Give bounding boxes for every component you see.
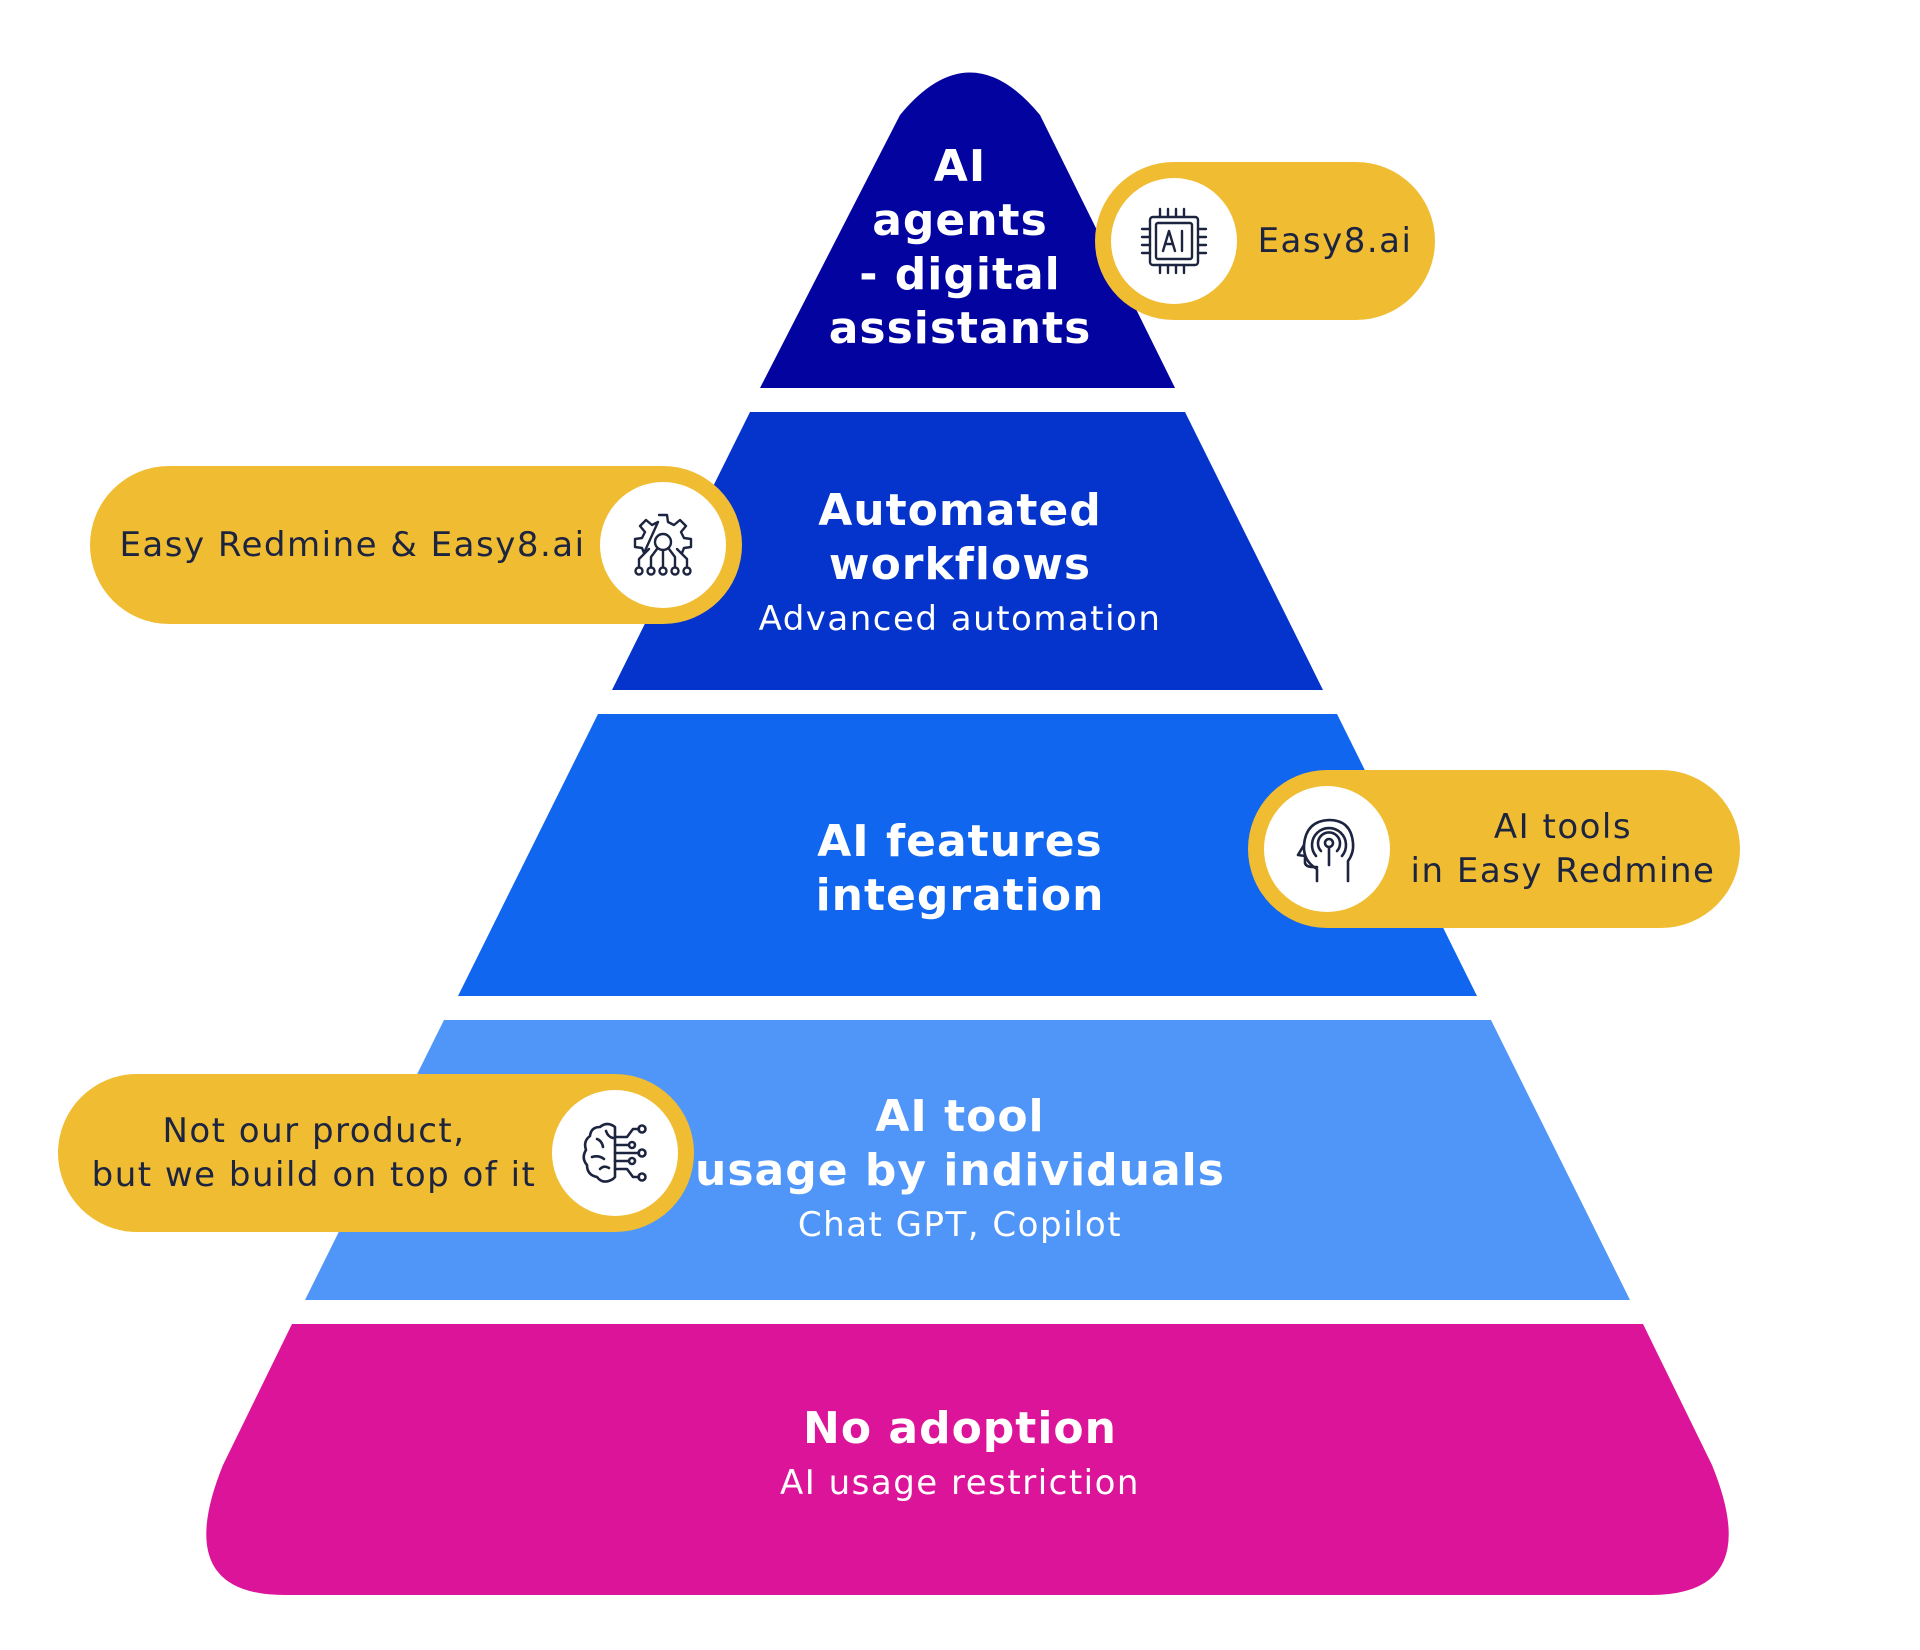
callout-easy8ai-icon-circle	[1111, 178, 1237, 304]
tier-3-title: AI features integration	[815, 816, 1105, 921]
callout-not-our-product-text: Not our product, but we build on top of …	[91, 1111, 537, 1195]
tier-4-title: AI tool usage by individuals	[695, 1091, 1225, 1196]
tier-2-label: Automated workflows Advanced automation	[0, 484, 1920, 642]
tier-2-shape	[612, 412, 1323, 690]
tier-5-label: No adoption AI usage restriction	[0, 1402, 1920, 1506]
tier-4-label: AI tool usage by individuals Chat GPT, C…	[0, 1090, 1920, 1248]
tier-5-title: No adoption	[803, 1403, 1117, 1454]
callout-ai-tools-easy-redmine-text-box: AI tools in Easy Redmine	[1398, 770, 1728, 928]
tier-2-title: Automated workflows	[818, 485, 1102, 590]
callout-ai-tools-easy-redmine: AI tools in Easy Redmine	[1248, 770, 1740, 928]
head-signal-icon	[1296, 818, 1355, 883]
callout-not-our-product-text-box: Not our product, but we build on top of …	[78, 1074, 550, 1232]
tier-3-label: AI features integration	[0, 815, 1920, 923]
callout-easy8ai-text-box: Easy8.ai	[1245, 162, 1425, 320]
tier-5-shape	[206, 1324, 1729, 1595]
gear-network-icon	[633, 513, 693, 576]
callout-ai-tools-easy-redmine-icon-circle	[1264, 786, 1390, 912]
callout-ai-tools-easy-redmine-text: AI tools in Easy Redmine	[1410, 807, 1716, 891]
tier-1-title: AI agents - digital assistants	[828, 141, 1092, 354]
tier-2-subtitle: Advanced automation	[758, 599, 1162, 639]
callout-easy-redmine-easy8ai-text-box: Easy Redmine & Easy8.ai	[110, 466, 595, 624]
tier-5-subtitle: AI usage restriction	[780, 1463, 1140, 1503]
callout-easy-redmine-easy8ai: Easy Redmine & Easy8.ai	[90, 466, 742, 624]
callout-easy8ai-text: Easy8.ai	[1257, 221, 1413, 261]
callout-not-our-product-icon-circle	[552, 1090, 678, 1216]
tier-3-shape	[458, 714, 1477, 996]
callout-easy-redmine-easy8ai-icon-circle	[600, 482, 726, 608]
brain-circuit-icon	[582, 1122, 647, 1183]
ai-chip-icon	[1140, 207, 1208, 275]
callout-easy8ai: Easy8.ai	[1095, 162, 1435, 320]
tier-1-label: AI agents - digital assistants	[0, 140, 1920, 356]
tier-4-subtitle: Chat GPT, Copilot	[797, 1205, 1123, 1245]
callout-not-our-product: Not our product, but we build on top of …	[58, 1074, 694, 1232]
callout-easy-redmine-easy8ai-text: Easy Redmine & Easy8.ai	[119, 525, 586, 565]
tier-1-shape	[760, 72, 1175, 388]
